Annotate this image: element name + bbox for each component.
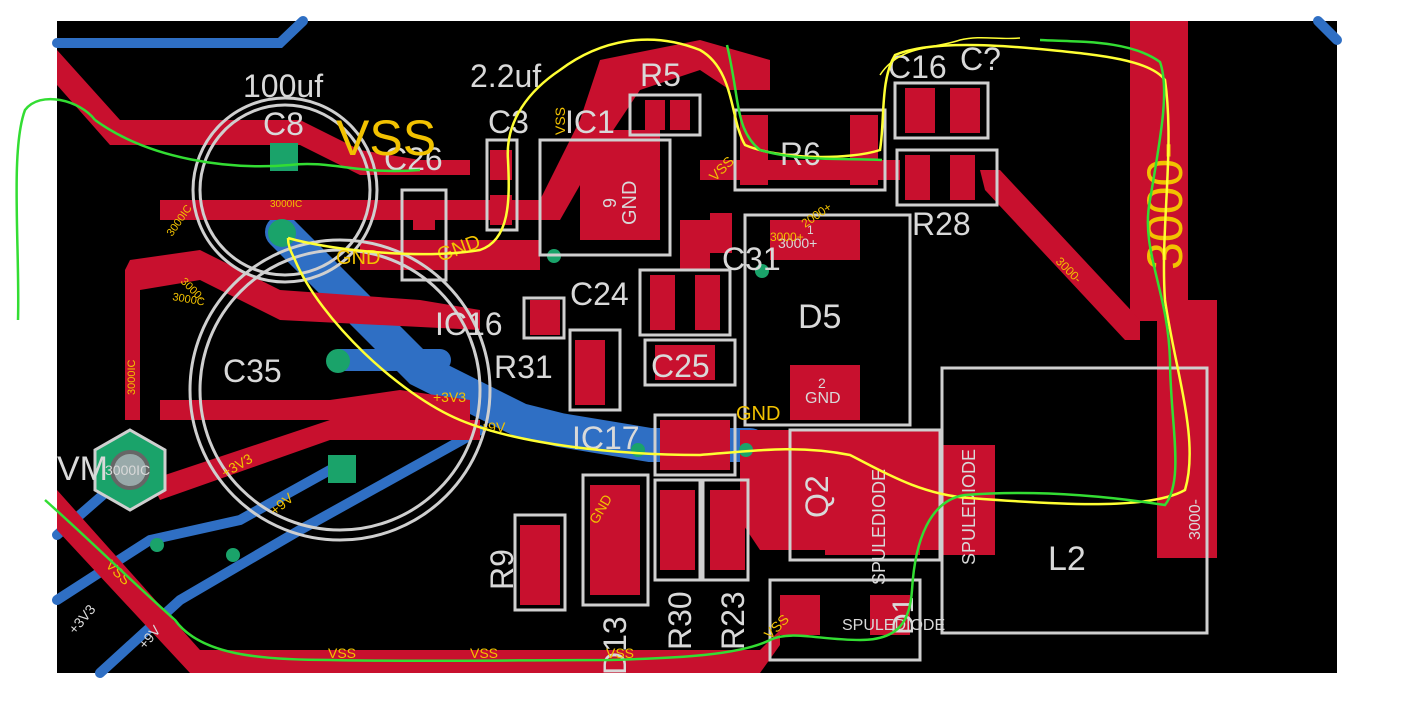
net-label: 2 — [818, 375, 826, 391]
label-d13: D13 — [597, 616, 633, 675]
label-r28: R28 — [912, 206, 971, 242]
via — [326, 349, 350, 373]
net-label: 3000C — [171, 291, 205, 308]
net-labels: VSS GND GND GND GND 9 GND 2 1 3000+ 3000… — [65, 107, 1204, 661]
net-label: SPULEDIODE — [842, 617, 945, 634]
net-label: 3000IC — [105, 462, 150, 478]
top-copper-layer — [57, 21, 1217, 673]
label-c35: C35 — [223, 353, 282, 389]
net-label: 3000+ — [770, 230, 804, 244]
label-vm: VM — [57, 450, 108, 488]
net-label: +9V — [480, 419, 506, 435]
label-r9: R9 — [484, 549, 520, 590]
annotation-yellow-trace — [286, 38, 1191, 506]
net-label: GND — [736, 403, 780, 425]
net-label: 3000+ — [778, 235, 817, 251]
label-c3-value: 2.2uf — [470, 58, 541, 94]
via — [150, 538, 164, 552]
net-label: GND — [805, 390, 841, 407]
net-label: GND — [619, 181, 641, 225]
label-r31: R31 — [494, 349, 553, 385]
label-c25: C25 — [651, 348, 710, 384]
label-d5: D5 — [798, 298, 841, 336]
label-c24: C24 — [570, 276, 629, 312]
net-label: 9 — [600, 198, 620, 208]
net-label: VSS — [328, 645, 356, 661]
net-label: VSS — [336, 110, 436, 166]
net-label: 3000IC — [126, 359, 138, 395]
label-c8-value: 100uf — [243, 68, 323, 104]
annotation-green-trace — [15, 38, 1177, 663]
label-ic1: IC1 — [565, 104, 615, 140]
net-label: 1 — [807, 223, 814, 237]
net-label: SPULEDIODE — [869, 469, 889, 585]
net-label: VSS — [606, 645, 634, 661]
via — [226, 548, 240, 562]
net-label: 3000IC — [270, 199, 302, 210]
component-labels: 100uf 2.2uf C8 C3 C26 R5 IC1 R6 C16 C? R… — [57, 41, 1193, 675]
label-d1: D1 — [887, 597, 920, 635]
net-label: SPULEDIODE — [959, 449, 979, 565]
label-r5: R5 — [640, 57, 681, 93]
mounting-hole — [110, 450, 150, 490]
label-r23: R23 — [715, 591, 751, 650]
label-l2: L2 — [1048, 540, 1086, 578]
label-c-unknown: C? — [960, 41, 1001, 77]
label-q2: Q2 — [799, 475, 835, 518]
label-c8: C8 — [263, 106, 304, 142]
net-label: VSS — [470, 645, 498, 661]
label-c31: C31 — [722, 241, 781, 277]
net-label: 3000- — [1187, 499, 1204, 540]
pad — [328, 455, 356, 483]
label-c3: C3 — [488, 104, 529, 140]
label-ic16: IC16 — [435, 306, 503, 342]
net-label: VSS — [552, 107, 568, 135]
net-label: +3V3 — [433, 389, 466, 405]
annotation-squiggle — [879, 36, 1021, 76]
pad — [268, 219, 296, 247]
via — [755, 264, 769, 278]
label-r30: R30 — [662, 591, 698, 650]
